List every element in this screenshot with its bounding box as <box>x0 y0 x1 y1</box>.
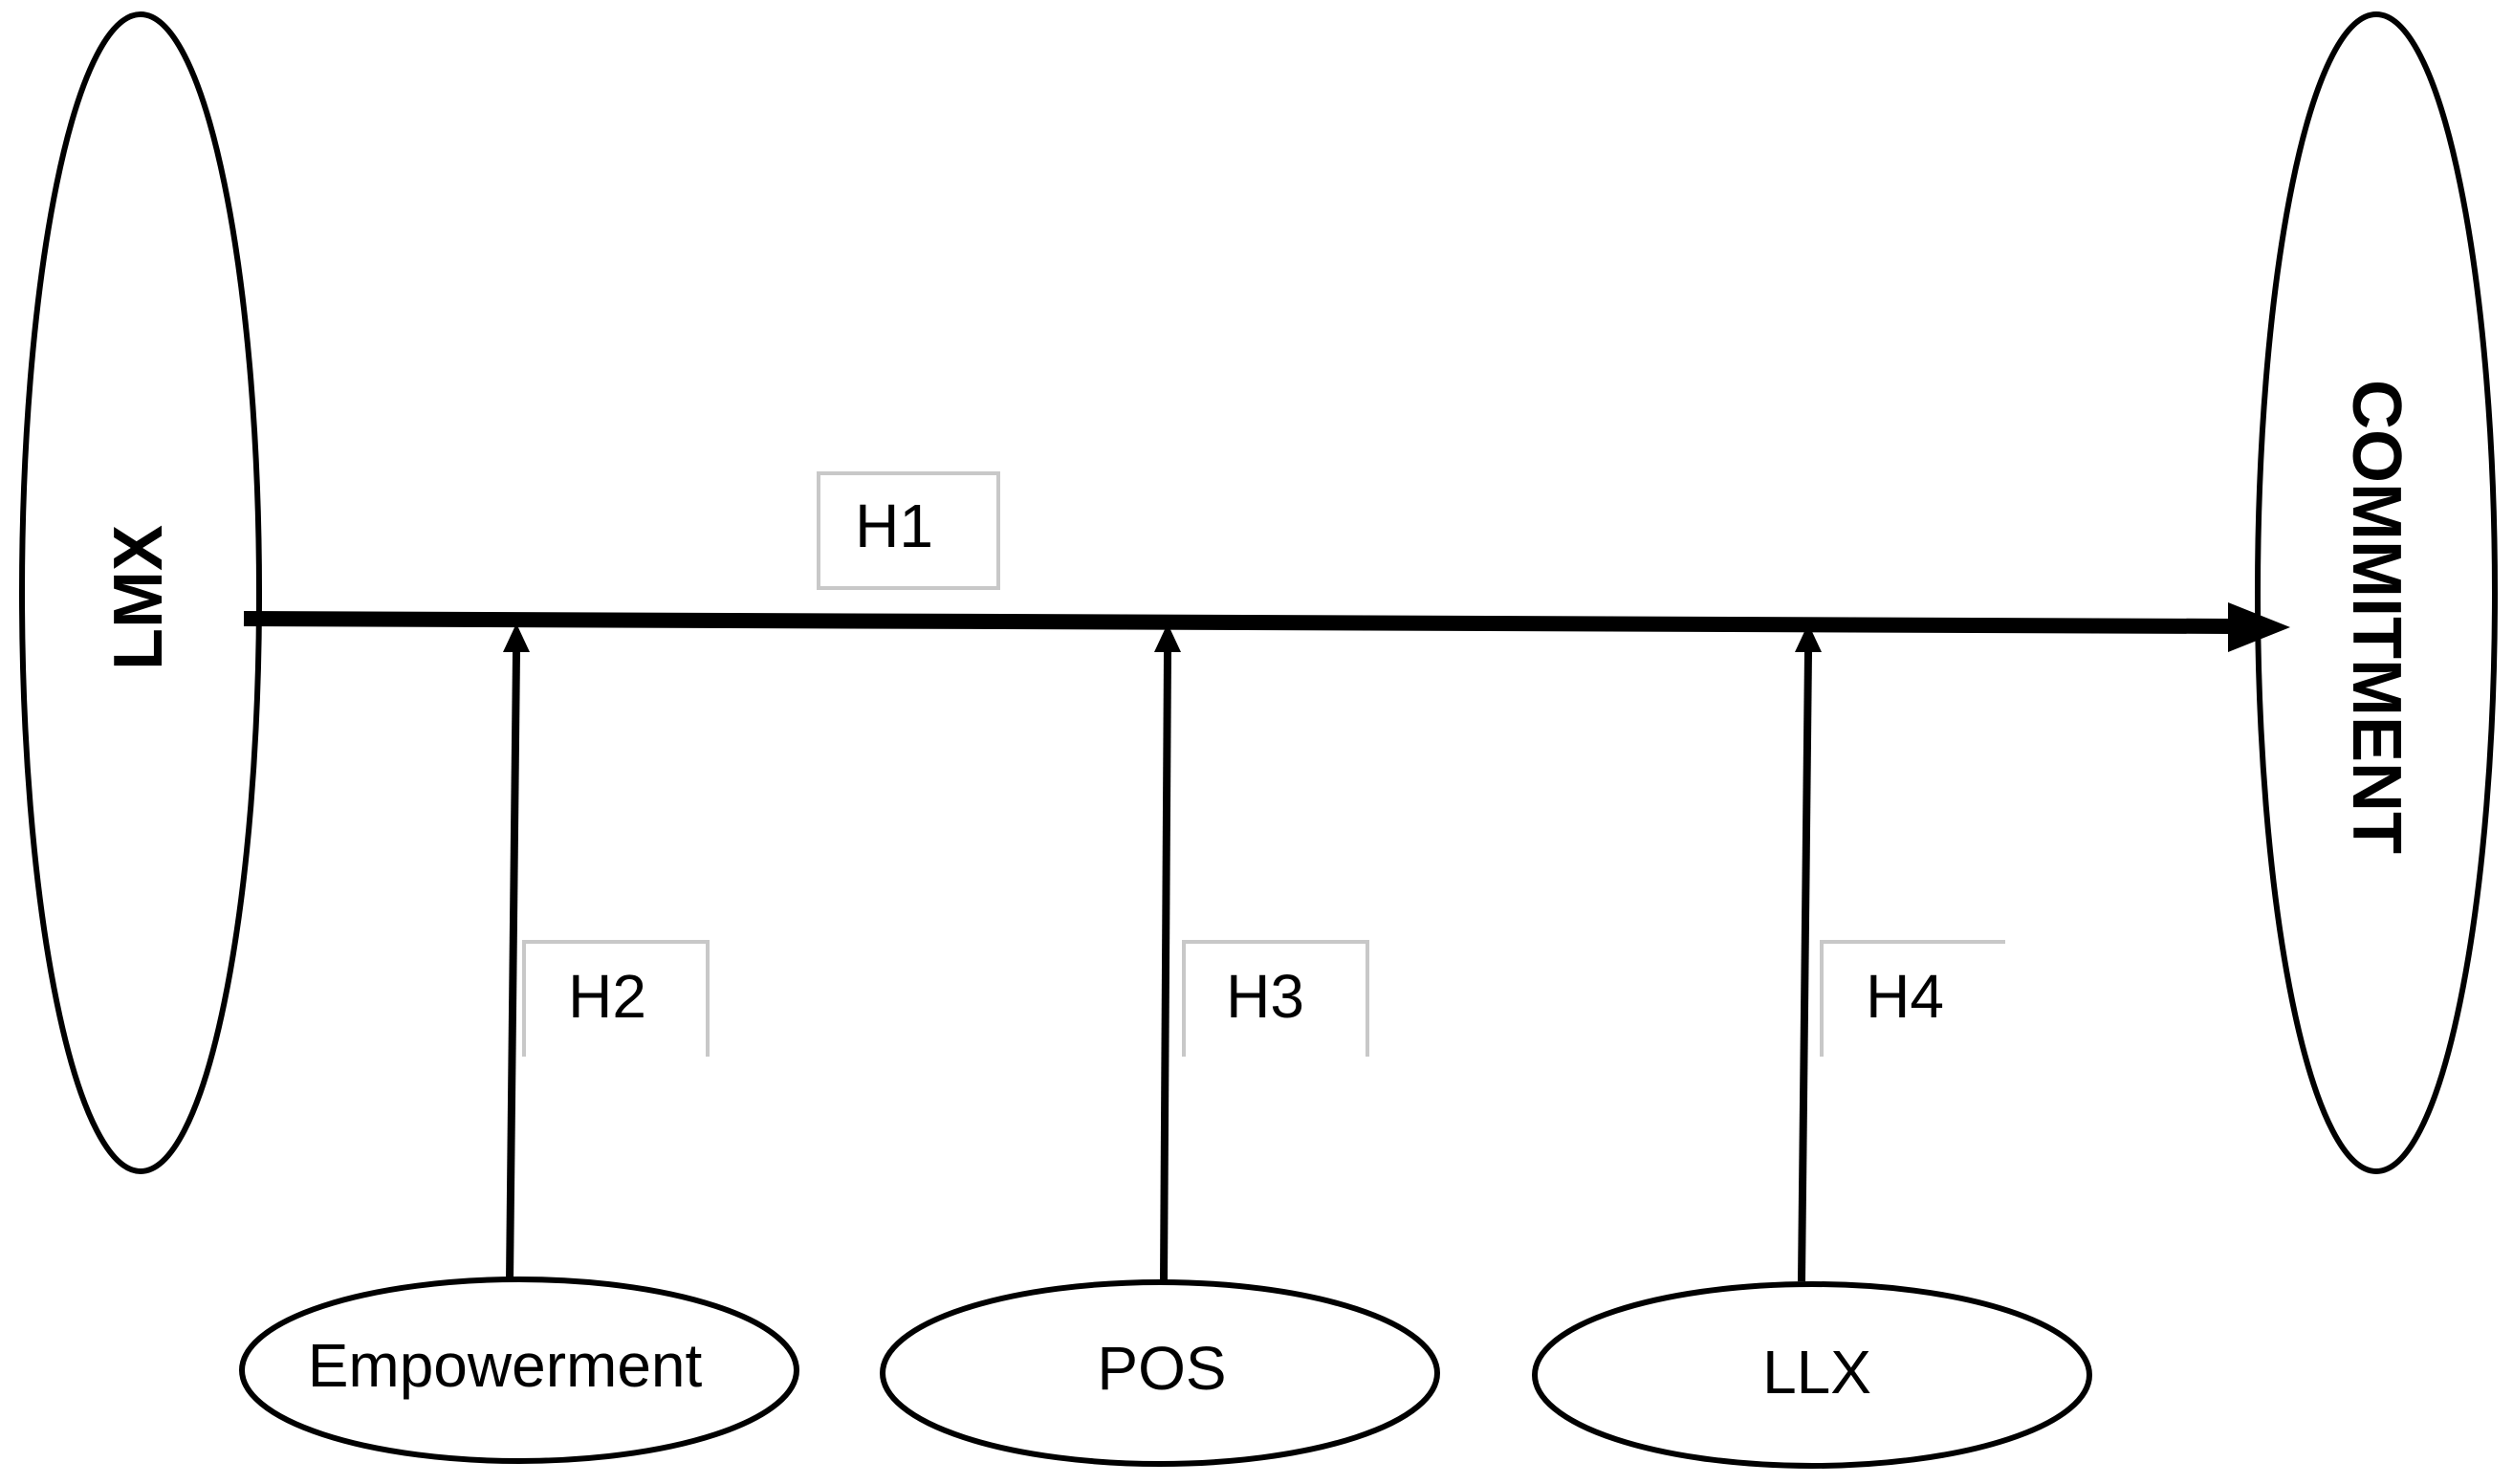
lmx-node: LMX <box>19 11 262 1174</box>
commitment-node: COMMITMENT <box>2255 11 2498 1174</box>
h2-label-box: H2 <box>522 940 710 1057</box>
empowerment-label: Empowerment <box>308 1331 703 1400</box>
pos-node: POS <box>880 1279 1440 1467</box>
h4-label: H4 <box>1866 962 1944 1031</box>
h2-arrow <box>503 623 530 1282</box>
h4-label-box: H4 <box>1820 940 2005 1057</box>
h1-label-box: H1 <box>817 471 1000 590</box>
lmx-label: LMX <box>100 525 177 670</box>
llx-label: LLX <box>1762 1338 1871 1407</box>
commitment-label: COMMITMENT <box>2338 380 2415 854</box>
llx-node: LLX <box>1532 1281 2092 1469</box>
h3-label-box: H3 <box>1182 940 1369 1057</box>
h1-label: H1 <box>855 491 933 560</box>
h4-arrow <box>1795 623 1822 1282</box>
h2-label: H2 <box>568 962 646 1031</box>
h3-arrow <box>1154 623 1181 1282</box>
h3-label: H3 <box>1226 962 1304 1031</box>
pos-label: POS <box>1097 1334 1226 1403</box>
h1-arrow <box>243 602 2290 652</box>
empowerment-node: Empowerment <box>239 1277 799 1464</box>
